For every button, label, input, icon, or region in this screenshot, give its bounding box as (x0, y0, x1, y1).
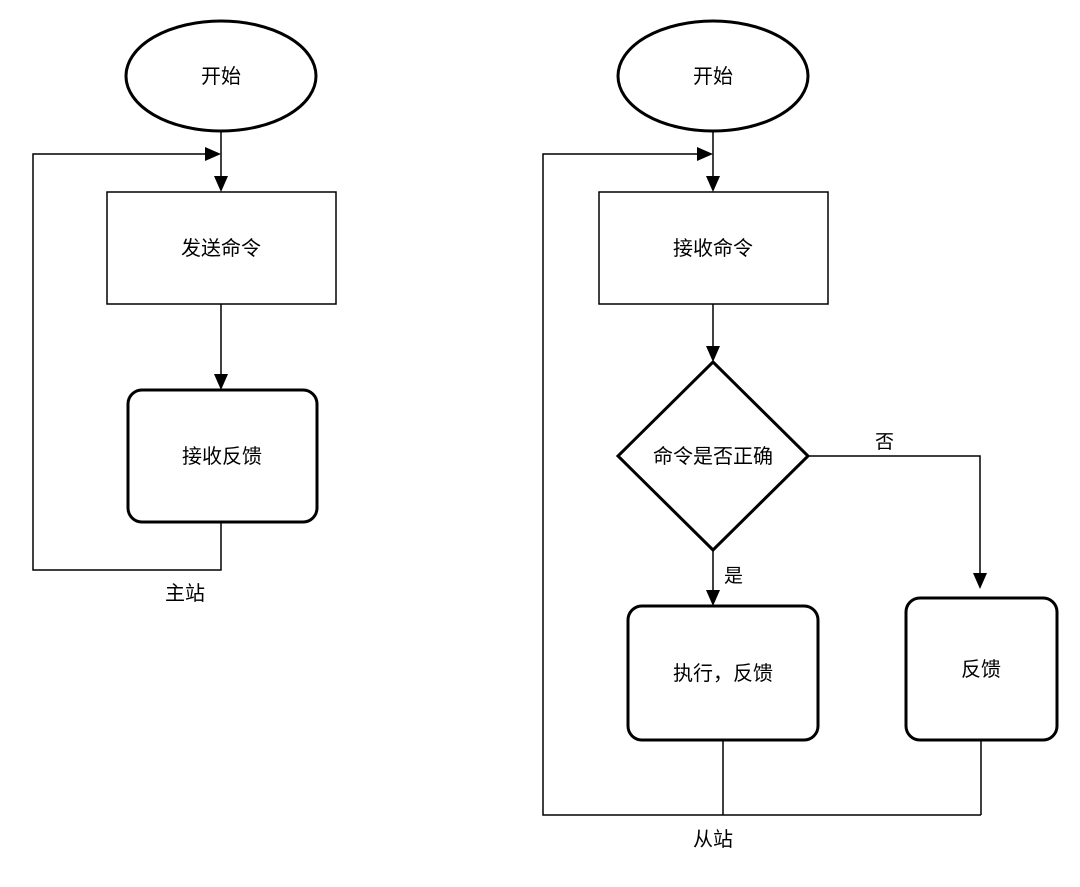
master-loop-arrow (205, 147, 221, 161)
slave-yes-label: 是 (724, 565, 743, 587)
slave-start-label: 开始 (693, 64, 733, 88)
slave-loop-edge (542, 153, 981, 816)
slave-arrow-to-receive (706, 176, 720, 192)
slave-loop-arrow (697, 147, 713, 161)
slave-caption: 从站 (693, 827, 733, 851)
slave-edge-no (808, 455, 981, 575)
slave-arrow-to-decision (706, 346, 720, 362)
master-caption: 主站 (165, 581, 205, 605)
slave-receive-command-node (598, 191, 829, 305)
master-loop-edge (32, 153, 222, 571)
master-flowchart: 开始 发送命令 接收反馈 主站 (32, 19, 337, 605)
slave-execute-feedback-label: 执行，反馈 (673, 661, 773, 685)
master-receive-feedback-label: 接收反馈 (182, 444, 262, 468)
slave-receive-command-label: 接收命令 (673, 236, 753, 260)
slave-arrow-to-execute (706, 590, 720, 606)
master-send-command-label: 发送命令 (181, 236, 261, 260)
master-arrow-to-send (214, 176, 228, 192)
master-send-command-node (106, 191, 337, 305)
slave-arrow-to-feedback (973, 573, 987, 589)
slave-no-label: 否 (875, 431, 894, 453)
master-start-label: 开始 (201, 64, 241, 88)
slave-feedback-label: 反馈 (961, 657, 1001, 681)
master-arrow-to-receive (214, 374, 228, 390)
master-receive-feedback-node (126, 388, 319, 524)
slave-flowchart: 开始 接收命令 命令是否正确 是 否 执行，反馈 反馈 从站 (542, 19, 1059, 851)
slave-decision-label: 命令是否正确 (653, 444, 773, 468)
